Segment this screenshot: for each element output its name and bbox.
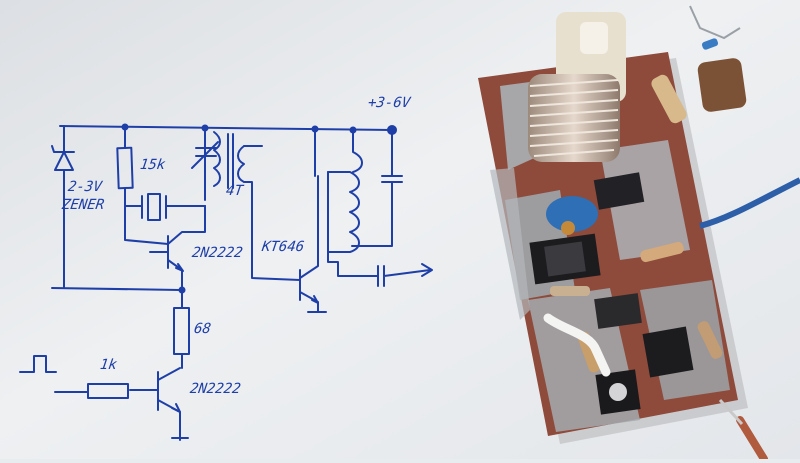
crystal-symbol xyxy=(124,193,206,221)
q2-transistor-symbol xyxy=(129,367,189,441)
q2-transistor-label: 2N2222 xyxy=(188,381,242,397)
output-capacitor xyxy=(369,265,431,287)
transformer-primary xyxy=(213,131,221,187)
brown-capacitor xyxy=(697,58,747,112)
zener-type-label: ZENER xyxy=(60,197,106,213)
q1-transistor-label: 2N2222 xyxy=(190,245,244,261)
q1-transistor-symbol xyxy=(149,205,206,291)
resistor-68-label: 68 xyxy=(192,321,212,337)
output-transistor-symbol xyxy=(299,175,327,313)
transformer-turns-label: 4T xyxy=(224,183,244,199)
supply-voltage-label: +3-6V xyxy=(366,95,412,111)
blue-capacitor xyxy=(546,196,598,232)
zener-voltage-label: 2-3V xyxy=(66,179,103,195)
ic-chip xyxy=(642,326,694,378)
coil-assembly xyxy=(528,12,626,162)
white-wire xyxy=(543,313,611,377)
blue-cable xyxy=(699,177,800,229)
zener-diode-symbol xyxy=(51,125,75,289)
schematic-drawing xyxy=(19,123,433,441)
circuit-board-photo xyxy=(478,5,800,463)
resistor-1k-label: 1k xyxy=(98,357,118,373)
transformer-secondary xyxy=(237,145,245,183)
output-transistor-label: KT646 xyxy=(260,239,306,255)
variable-capacitor-symbol xyxy=(191,141,219,169)
input-pulse-symbol xyxy=(19,355,57,373)
transistor-package xyxy=(594,293,642,329)
resistor-15k-label: 15k xyxy=(138,157,167,173)
output-coil xyxy=(327,171,360,253)
transistor-package xyxy=(593,172,645,210)
